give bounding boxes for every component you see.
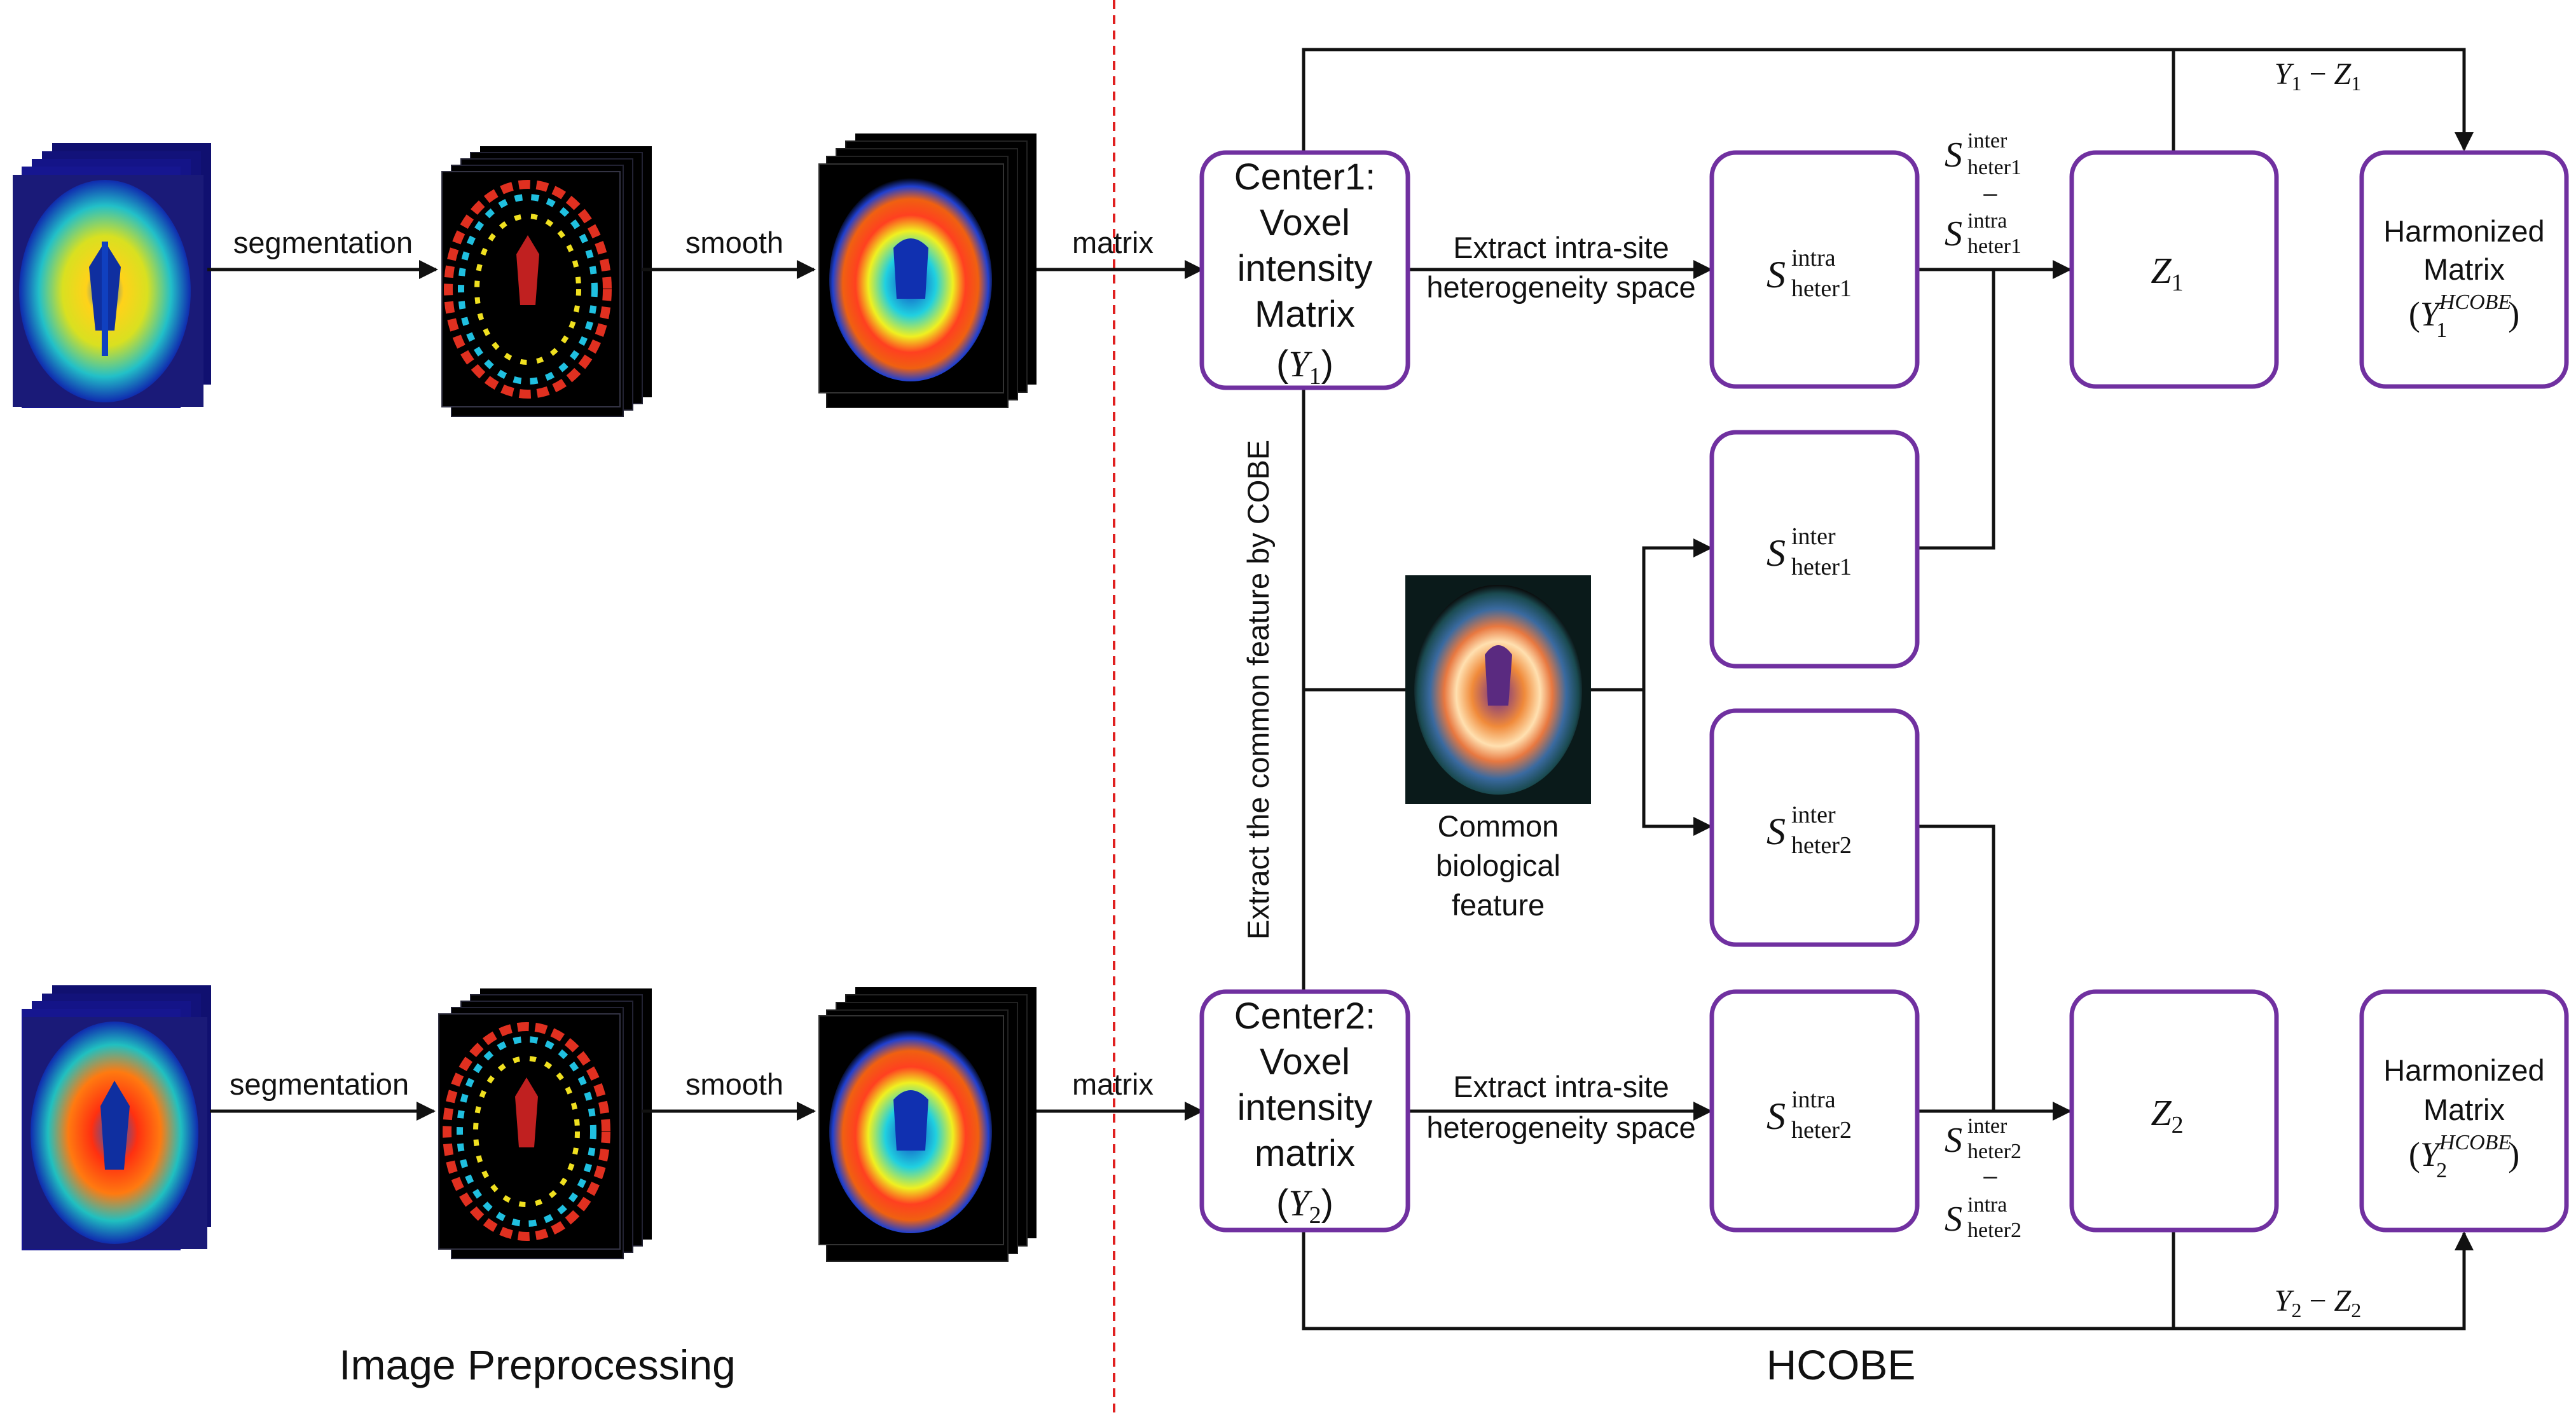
smoothed-stack-icon [818,987,1037,1262]
center1-line3: intensity [1237,248,1373,289]
extract-intra-label-1b: heterogeneity space [1426,270,1695,304]
z2-label: Z2 [2151,1092,2183,1138]
sub-heter2: heter2 [1791,1117,1852,1144]
diff-sup-intra-1: intra [1967,209,2007,233]
sup-inter: inter [1791,802,1836,828]
diff-minus-2: − [1982,1161,1999,1194]
diff-sup-inter-2: inter [1967,1114,2008,1138]
diff-s-inter-1: S [1945,135,1962,175]
section-title-preprocessing: Image Preprocessing [339,1341,736,1388]
diff-sub-heter1: heter1 [1967,156,2022,179]
diff-sub-heter1: heter1 [1967,235,2022,258]
common-feature-brain-icon [1405,575,1591,804]
z2-box [2069,989,2279,1233]
diff-sub-heter2: heter2 [1967,1219,2022,1242]
diff-sup-inter-1: inter [1967,129,2008,153]
s-inter-heter2: S [1767,810,1786,852]
step-label-matrix: matrix [1072,1067,1154,1101]
center1-var: (Y1) [1276,343,1333,390]
z1-label: Z1 [2151,250,2183,296]
segmentation-stack-icon [441,146,652,417]
diff-s-intra-1: S [1945,214,1962,254]
connector-inter1 [1917,270,1995,550]
extract-intra-label-1a: Extract intra-site [1453,231,1669,264]
harmonized2-line2: Matrix [2423,1093,2505,1126]
center2-line2: Voxel [1260,1041,1350,1083]
harmonized1-line2: Matrix [2423,252,2505,286]
step-label-smooth: smooth [685,1067,783,1101]
mri-stack-icon [22,985,211,1250]
common-caption-2: biological [1436,849,1560,882]
extract-intra-label-2a: Extract intra-site [1453,1070,1669,1104]
z1-box [2069,150,2279,389]
s-intra-heter1: S [1767,254,1786,296]
harmonized1-line1: Harmonized [2383,214,2544,248]
harmonized1-box [2359,150,2569,389]
harmonized2-box [2359,989,2569,1233]
arrow-to-inter1 [1642,538,1712,690]
step-label-segmentation: segmentation [230,1067,409,1101]
sup-intra: intra [1791,1086,1836,1113]
smoothed-stack-icon [818,133,1037,408]
center1-line4: Matrix [1255,294,1355,335]
mri-stack-icon [13,143,211,408]
sub-heter1: heter1 [1791,275,1852,302]
sub-heter1: heter1 [1791,554,1852,580]
sup-inter: inter [1791,523,1836,550]
step-label-matrix: matrix [1072,226,1154,259]
diff-s-inter-2: S [1945,1121,1962,1160]
center1-line2: Voxel [1260,202,1350,243]
sub-heter2: heter2 [1791,832,1852,859]
connector-top-loop [1302,48,2474,153]
center2-var: (Y2) [1276,1182,1333,1229]
section-title-hcobe: HCOBE [1767,1341,1916,1388]
center1-title: Center1: [1234,156,1375,198]
diff-sub-heter2: heter2 [1967,1140,2022,1163]
diff-minus-1: − [1982,179,1999,211]
sup-intra: intra [1791,245,1836,271]
diff-label-2: Y2 − Z2 [2275,1284,2361,1322]
s-intra-heter2: S [1767,1095,1786,1137]
step-label-segmentation: segmentation [233,226,413,259]
connector-inter2 [1917,824,1995,1111]
segmentation-stack-icon [438,988,652,1259]
center2-box [1199,989,1410,1233]
intra2-box [1709,989,1920,1233]
common-caption-1: Common [1438,809,1559,843]
center2-line3: intensity [1237,1087,1373,1128]
center2-line4: matrix [1255,1133,1355,1174]
extract-intra-label-2b: heterogeneity space [1426,1111,1695,1144]
diff-s-intra-2: S [1945,1200,1962,1239]
arrow-to-inter2 [1642,690,1712,836]
diff-label-1: Y1 − Z1 [2275,57,2361,95]
center2-title: Center2: [1234,995,1375,1037]
inter2-box [1709,708,1920,947]
common-caption-3: feature [1452,888,1545,922]
diff-sup-intra-2: intra [1967,1193,2007,1217]
connector-bottom-loop [1302,1230,2474,1330]
harmonized2-line1: Harmonized [2383,1053,2544,1087]
intra1-box [1709,150,1920,389]
step-label-smooth: smooth [685,226,783,259]
inter1-box [1709,430,1920,669]
s-inter-heter1: S [1767,532,1786,574]
center1-box [1199,150,1410,390]
extract-common-label: Extract the common feature by COBE [1241,440,1275,940]
